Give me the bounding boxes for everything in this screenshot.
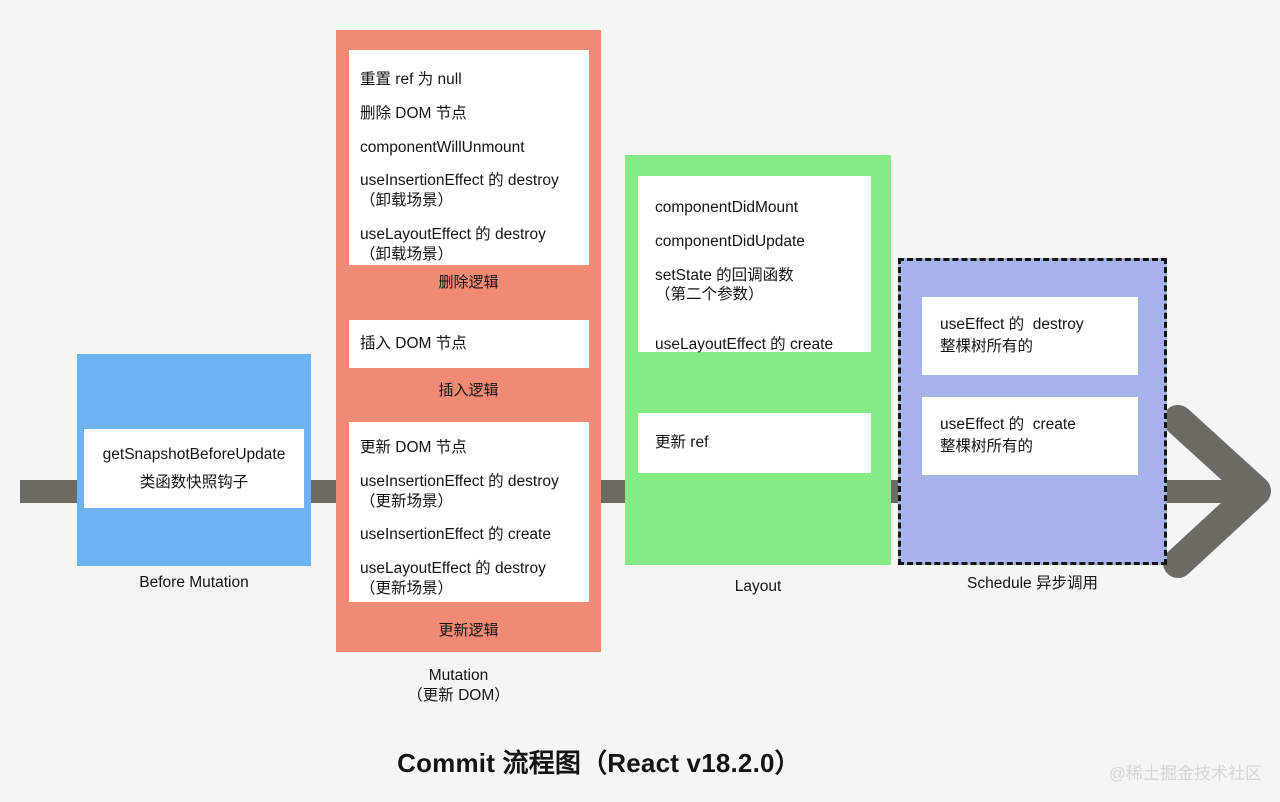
list-item: useLayoutEffect 的 destroy （卸载场景）	[360, 226, 546, 263]
list-item: 更新 DOM 节点	[360, 439, 467, 456]
label-layout: Layout	[734, 578, 782, 595]
mutation-insert-caption: 插入逻辑	[438, 382, 499, 399]
mutation-update-box: 更新 DOM 节点 useInsertionEffect 的 destroy （更…	[349, 422, 589, 602]
label-before-mutation: Before Mutation	[139, 574, 249, 591]
page-title: Commit 流程图（React v18.2.0）	[397, 748, 801, 778]
layout-update-ref-box: 更新 ref	[638, 413, 871, 473]
before-mutation-box: getSnapshotBeforeUpdate 类函数快照钩子	[84, 429, 304, 508]
mutation-delete-caption: 删除逻辑	[438, 274, 499, 291]
watermark: @稀土掘金技术社区	[1108, 764, 1262, 783]
schedule-destroy-box: useEffect 的 destroy 整棵树所有的	[922, 297, 1138, 375]
mutation-delete-box: 重置 ref 为 null 删除 DOM 节点 componentWillUnmou…	[349, 50, 589, 265]
mutation-insert-box: 插入 DOM 节点	[349, 320, 589, 368]
mutation-update-caption: 更新逻辑	[438, 622, 499, 639]
block-schedule: useEffect 的 destroy 整棵树所有的 useEffect 的 c…	[898, 258, 1167, 565]
list-item: componentWillUnmount	[360, 138, 525, 156]
list-item: componentDidUpdate	[655, 232, 805, 250]
list-item: useInsertionEffect 的 destroy （更新场景）	[360, 472, 559, 510]
layout-effects-box: componentDidMount componentDidUpdate setSt…	[638, 176, 871, 354]
list-item: useInsertionEffect 的 create	[360, 526, 551, 544]
list-item: componentDidMount	[655, 199, 799, 216]
list-item: setState 的回调函数 （第二个参数）	[655, 266, 794, 304]
block-layout: componentDidMount componentDidUpdate setSt…	[625, 155, 891, 565]
label-schedule: Schedule 异步调用	[967, 575, 1098, 592]
block-before-mutation: getSnapshotBeforeUpdate 类函数快照钩子	[77, 354, 311, 566]
block-mutation: 重置 ref 为 null 删除 DOM 节点 componentWillUnmou…	[336, 30, 601, 652]
list-item: useLayoutEffect 的 create	[655, 336, 834, 354]
label-mutation: Mutation （更新 DOM）	[407, 667, 510, 705]
list-item: useLayoutEffect 的 destroy （更新场景）	[360, 560, 546, 598]
list-item: useInsertionEffect 的 destroy （卸载场景）	[360, 172, 559, 210]
list-item: 重置 ref 为 null	[360, 71, 462, 88]
schedule-create-box: useEffect 的 create 整棵树所有的	[922, 397, 1138, 475]
list-item: 删除 DOM 节点	[360, 104, 467, 122]
